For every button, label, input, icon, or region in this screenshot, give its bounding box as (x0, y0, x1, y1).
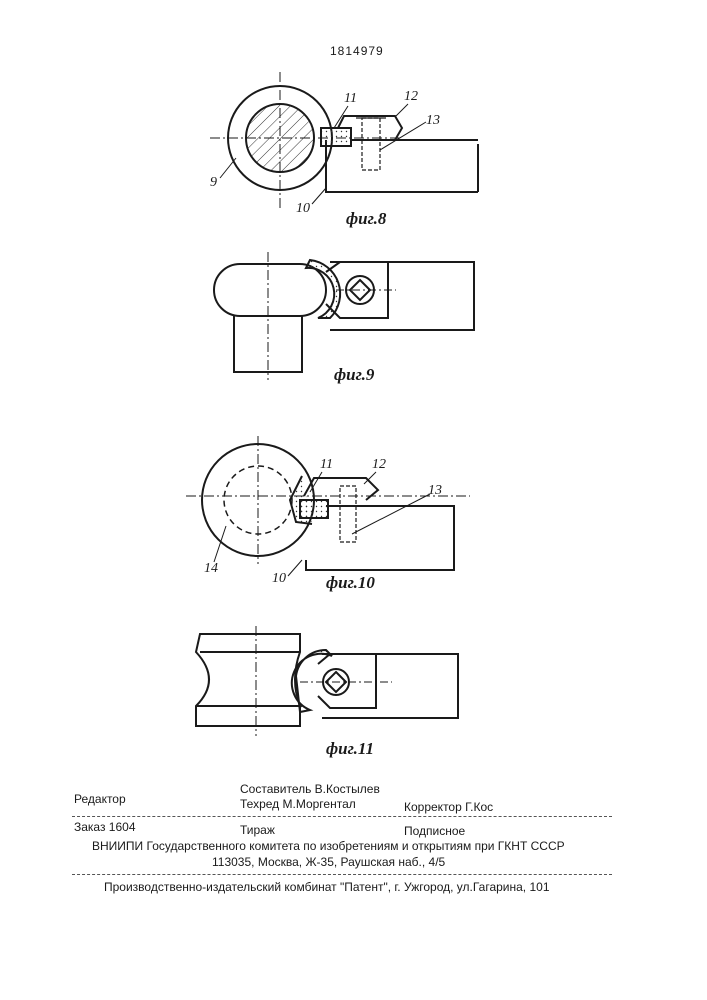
fig10-label-13: 13 (428, 483, 442, 498)
fig10-label-10: 10 (272, 571, 286, 586)
figure-10: 11 12 13 14 10 фиг.10 (0, 430, 707, 600)
patent-number: 1814979 (330, 44, 384, 58)
fig10-label-12: 12 (372, 457, 386, 472)
fig8-caption: фиг.8 (346, 209, 387, 228)
fig8-label-10: 10 (296, 201, 310, 216)
circulation-label: Тираж (240, 823, 275, 837)
editor-label: Редактор (74, 792, 126, 806)
subscription-label: Подписное (404, 824, 465, 838)
figure-8: 11 12 13 9 10 фиг.8 (0, 60, 707, 240)
figure-11: фиг.11 (0, 620, 707, 770)
publisher-line: Производственно-издательский комбинат "П… (104, 880, 550, 894)
address-line: 113035, Москва, Ж-35, Раушская наб., 4/5 (212, 855, 445, 869)
fig9-caption: фиг.9 (334, 365, 375, 384)
divider-top (72, 816, 612, 817)
order-line: Заказ 1604 (74, 820, 136, 834)
divider-bottom (72, 874, 612, 875)
fig10-caption: фиг.10 (326, 573, 375, 592)
fig10-label-14: 14 (204, 561, 218, 576)
compiler-line: Составитель В.Костылев (240, 782, 380, 796)
fig11-caption: фиг.11 (326, 739, 374, 758)
org-line: ВНИИПИ Государственного комитета по изоб… (92, 839, 565, 853)
fig8-label-9: 9 (210, 175, 217, 190)
fig8-label-11: 11 (344, 91, 357, 106)
figure-9: фиг.9 (0, 240, 707, 390)
corrector-line: Корректор Г.Кос (404, 800, 493, 814)
fig10-label-11: 11 (320, 457, 333, 472)
fig8-label-12: 12 (404, 89, 418, 104)
techred-line: Техред М.Моргентал (240, 797, 356, 811)
fig8-label-13: 13 (426, 113, 440, 128)
